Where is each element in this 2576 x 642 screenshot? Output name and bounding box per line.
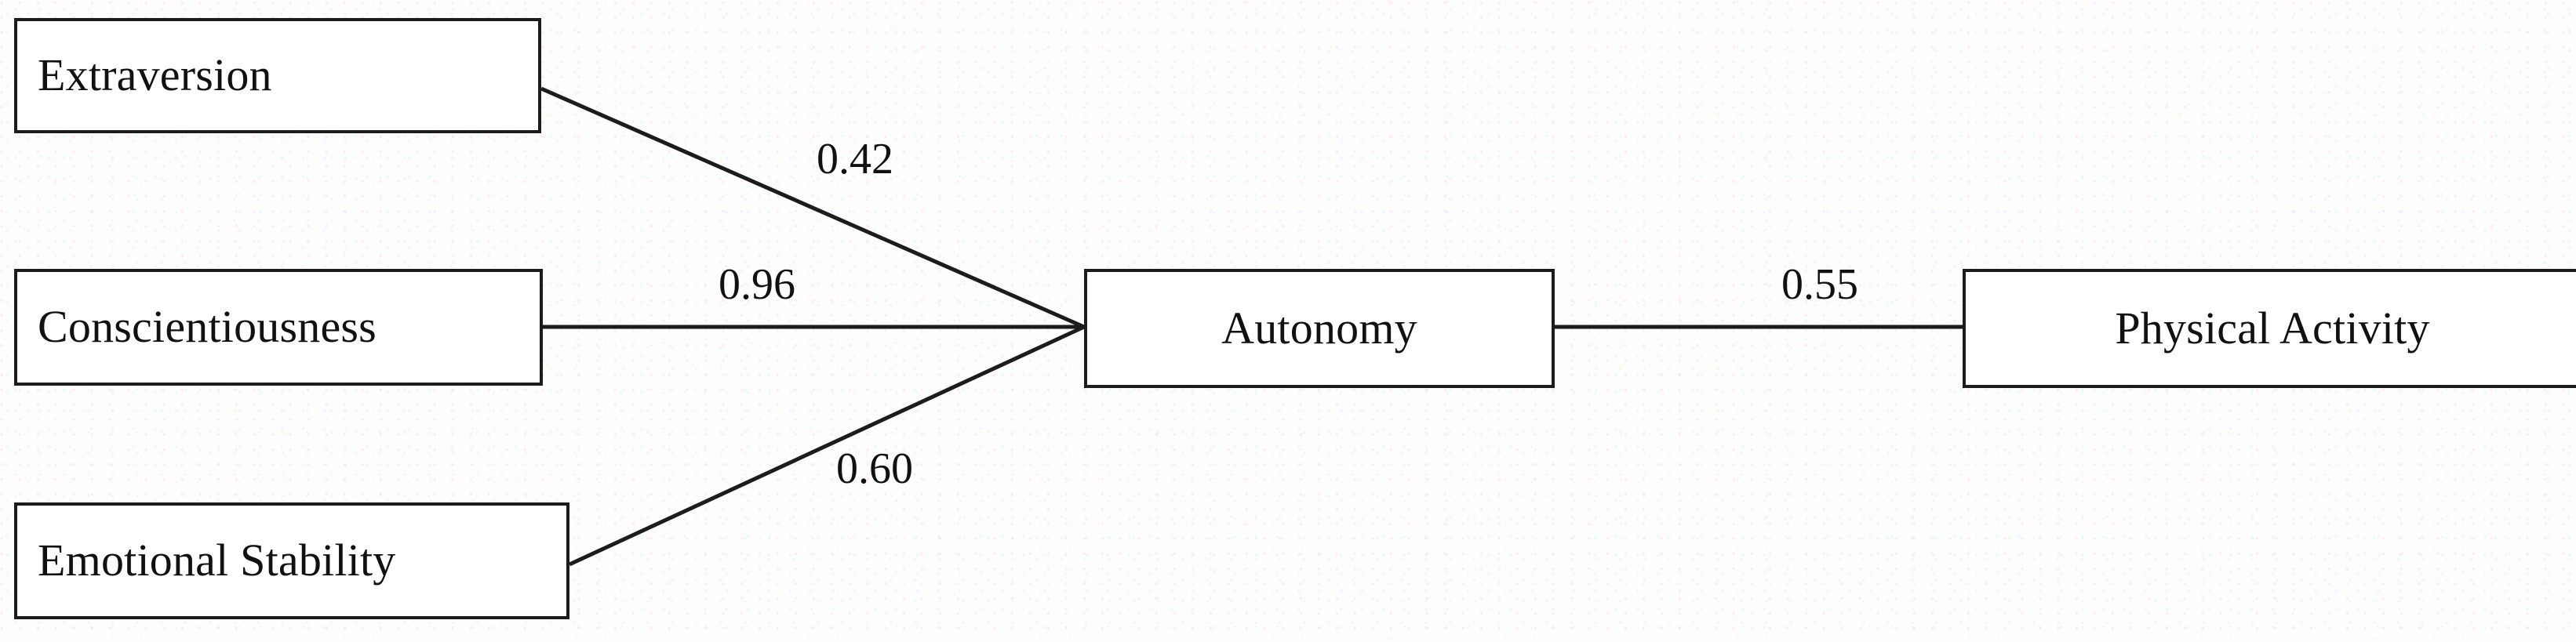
node-emotional-stability-label: Emotional Stability <box>38 535 396 586</box>
edge-label-extraversion-autonomy: 0.42 <box>817 135 893 183</box>
node-autonomy-label: Autonomy <box>1221 302 1417 354</box>
node-extraversion[interactable]: Extraversion <box>14 18 541 133</box>
node-autonomy[interactable]: Autonomy <box>1084 269 1555 388</box>
node-emotional-stability[interactable]: Emotional Stability <box>14 502 569 619</box>
edge-label-conscientiousness-autonomy: 0.96 <box>719 260 795 309</box>
node-physical-activity[interactable]: Physical Activity <box>1963 269 2576 388</box>
edge-label-autonomy-physical-activity: 0.55 <box>1781 260 1858 309</box>
edge-emotional-stability-autonomy <box>568 325 1086 567</box>
edge-label-emotional-stability-autonomy: 0.60 <box>836 444 913 493</box>
edge-extraversion-autonomy <box>540 86 1086 329</box>
node-conscientiousness-label: Conscientiousness <box>38 301 377 353</box>
node-extraversion-label: Extraversion <box>38 49 272 101</box>
node-conscientiousness[interactable]: Conscientiousness <box>14 269 543 386</box>
node-physical-activity-label: Physical Activity <box>2115 302 2430 354</box>
